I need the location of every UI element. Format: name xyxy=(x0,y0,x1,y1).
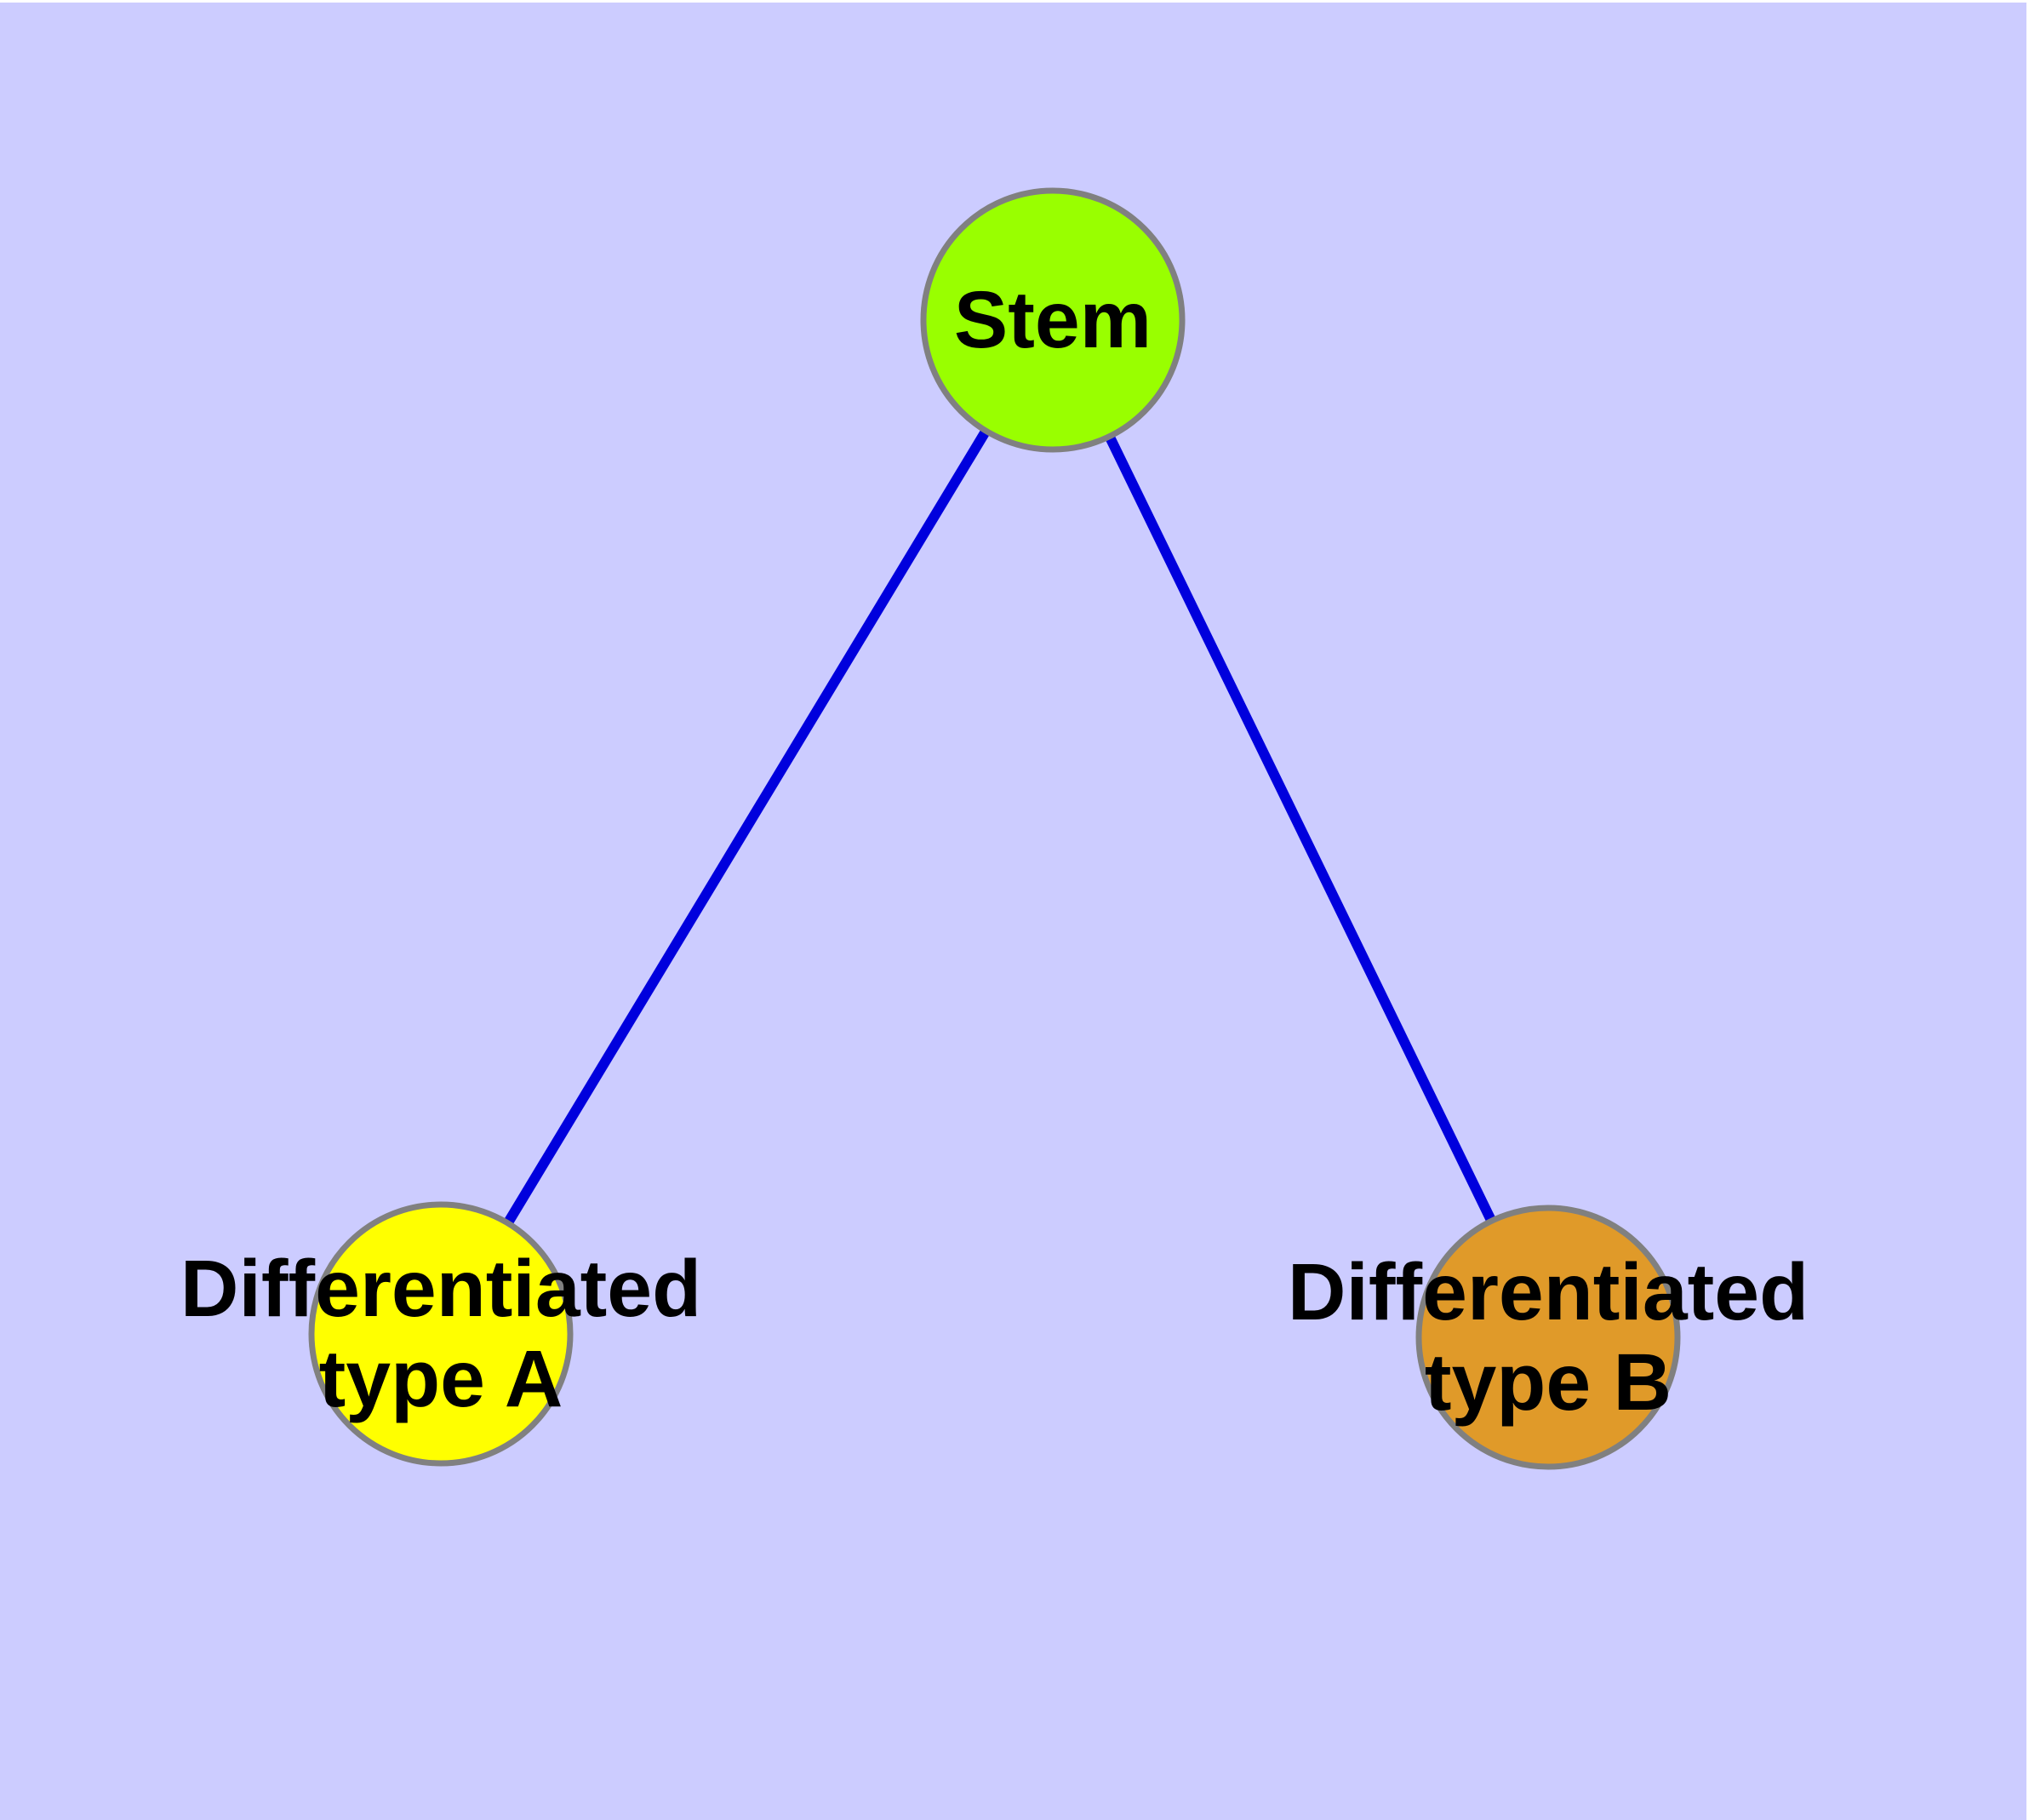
node-circle-diff-b[interactable] xyxy=(1415,1205,1681,1470)
graph-svg xyxy=(308,187,1681,1470)
node-layer xyxy=(308,187,1681,1470)
node-circle-stem[interactable] xyxy=(920,187,1186,453)
edge-stem-to-diff-a xyxy=(436,317,1058,1337)
edge-layer xyxy=(436,317,1553,1340)
node-circle-diff-a[interactable] xyxy=(308,1201,574,1467)
edge-stem-to-diff-b xyxy=(1048,318,1553,1340)
